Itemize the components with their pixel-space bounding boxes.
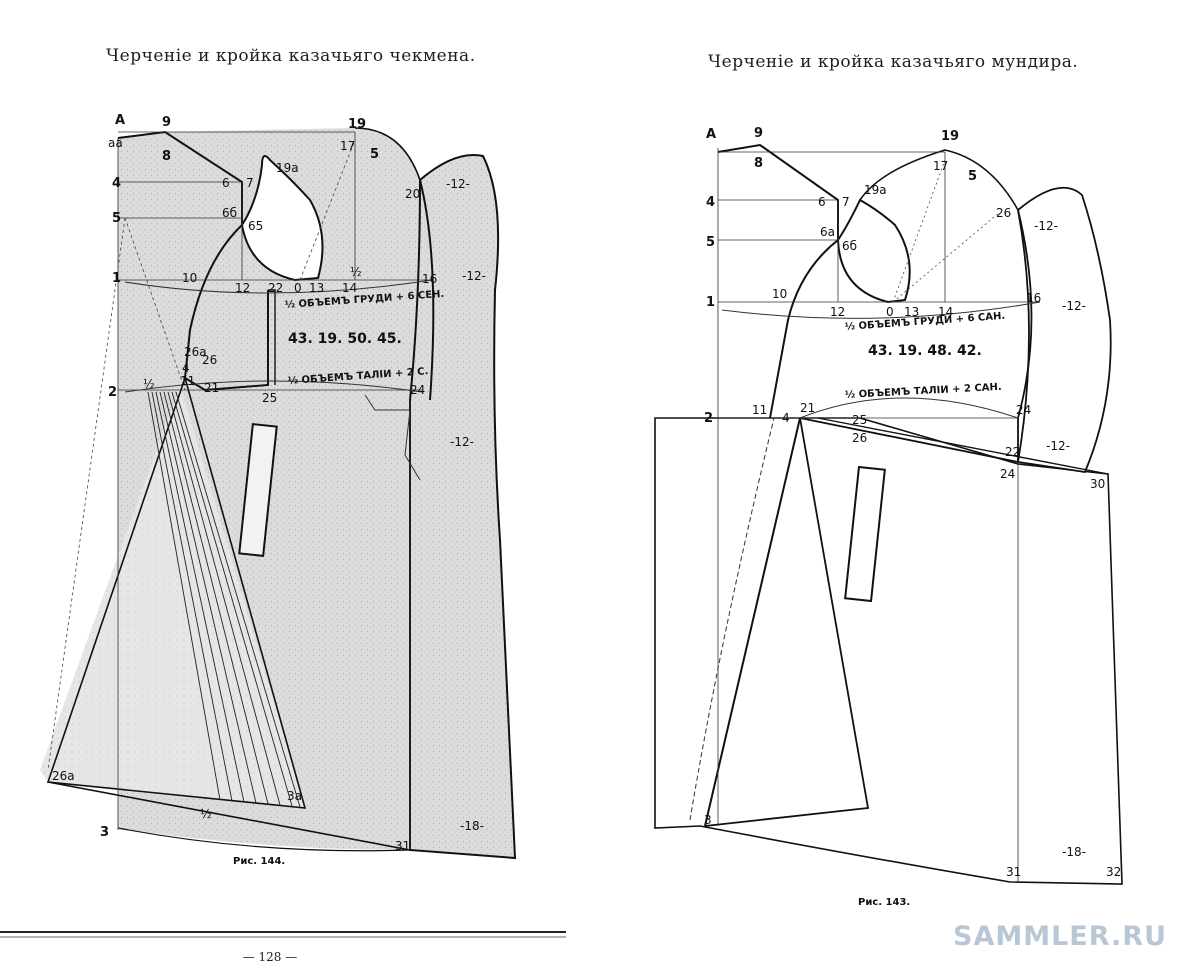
svg-text:22: 22 xyxy=(268,281,283,295)
svg-text:16: 16 xyxy=(1026,291,1041,305)
svg-text:3: 3 xyxy=(100,825,109,840)
svg-text:17: 17 xyxy=(933,159,948,173)
svg-text:22: 22 xyxy=(1005,445,1020,459)
watermark: SAMMLER.RU xyxy=(953,921,1167,952)
left-pattern xyxy=(40,127,517,860)
svg-text:6: 6 xyxy=(222,176,230,190)
svg-text:4: 4 xyxy=(182,361,190,375)
svg-text:0: 0 xyxy=(294,281,302,295)
right-back-panel xyxy=(1016,186,1112,473)
svg-text:65: 65 xyxy=(248,219,263,233)
svg-text:1: 1 xyxy=(112,271,121,286)
svg-text:5: 5 xyxy=(112,211,121,226)
svg-text:14: 14 xyxy=(938,305,953,319)
svg-text:2: 2 xyxy=(108,385,117,400)
svg-text:9: 9 xyxy=(754,126,763,141)
svg-text:24: 24 xyxy=(410,383,425,397)
svg-text:8: 8 xyxy=(754,156,763,171)
svg-text:7: 7 xyxy=(246,176,254,190)
left-armhole xyxy=(240,155,324,282)
svg-text:0: 0 xyxy=(886,305,894,319)
right-armhole xyxy=(836,198,911,304)
svg-text:10: 10 xyxy=(182,271,197,285)
svg-text:-12-: -12- xyxy=(446,177,470,191)
svg-text:A: A xyxy=(706,127,716,142)
svg-text:-18-: -18- xyxy=(460,819,484,833)
svg-text:-12-: -12- xyxy=(1034,219,1058,233)
svg-text:-18-: -18- xyxy=(1062,845,1086,859)
svg-text:11: 11 xyxy=(752,403,767,417)
svg-text:8: 8 xyxy=(162,149,171,164)
svg-text:A: A xyxy=(115,113,125,128)
svg-text:12: 12 xyxy=(235,281,250,295)
svg-text:11: 11 xyxy=(180,374,195,388)
svg-text:24: 24 xyxy=(1000,467,1015,481)
svg-text:7: 7 xyxy=(842,195,850,209)
left-flare-fill xyxy=(40,385,305,808)
left-back-panel xyxy=(409,154,517,860)
svg-text:3a: 3a xyxy=(287,789,302,803)
svg-text:1: 1 xyxy=(706,295,715,310)
svg-text:10: 10 xyxy=(772,287,787,301)
svg-text:21: 21 xyxy=(800,401,815,415)
svg-text:43. 19. 50. 45.: 43. 19. 50. 45. xyxy=(288,331,402,347)
svg-text:19a: 19a xyxy=(276,161,299,175)
svg-text:½: ½ xyxy=(350,265,362,279)
svg-text:21: 21 xyxy=(204,381,219,395)
svg-text:19: 19 xyxy=(348,117,366,132)
svg-text:½ ОБЪЕМЪ ГРУДИ + 6 САН.: ½ ОБЪЕМЪ ГРУДИ + 6 САН. xyxy=(844,311,1005,333)
svg-text:26: 26 xyxy=(996,206,1011,220)
svg-text:aa: aa xyxy=(108,136,123,150)
svg-text:5: 5 xyxy=(968,169,977,184)
svg-text:5: 5 xyxy=(706,235,715,250)
svg-text:Рис. 143.: Рис. 143. xyxy=(858,897,910,908)
svg-text:-12-: -12- xyxy=(1062,299,1086,313)
svg-text:5: 5 xyxy=(370,147,379,162)
svg-text:26: 26 xyxy=(852,431,867,445)
svg-text:25: 25 xyxy=(852,413,867,427)
svg-text:6б: 6б xyxy=(222,206,237,220)
svg-text:20: 20 xyxy=(405,187,420,201)
svg-text:2: 2 xyxy=(704,411,713,426)
svg-text:13: 13 xyxy=(309,281,324,295)
svg-text:16: 16 xyxy=(422,272,437,286)
svg-text:4: 4 xyxy=(706,195,715,210)
svg-text:13: 13 xyxy=(904,305,919,319)
svg-text:12: 12 xyxy=(830,305,845,319)
svg-text:-12-: -12- xyxy=(450,435,474,449)
svg-text:26a: 26a xyxy=(184,345,207,359)
svg-text:19a: 19a xyxy=(864,183,887,197)
svg-text:3: 3 xyxy=(704,813,712,827)
svg-text:4: 4 xyxy=(782,411,790,425)
svg-text:-12-: -12- xyxy=(1046,439,1070,453)
svg-text:-12-: -12- xyxy=(462,269,486,283)
svg-text:9: 9 xyxy=(162,115,171,130)
svg-text:6a: 6a xyxy=(820,225,835,239)
svg-text:6б: 6б xyxy=(842,239,857,253)
svg-text:25: 25 xyxy=(262,391,277,405)
svg-text:14: 14 xyxy=(342,281,357,295)
svg-text:26: 26 xyxy=(202,353,217,367)
svg-text:32: 32 xyxy=(1106,865,1121,879)
svg-text:24: 24 xyxy=(1016,403,1031,417)
svg-text:43. 19. 48. 42.: 43. 19. 48. 42. xyxy=(868,343,982,359)
right-skirt xyxy=(654,417,1123,885)
svg-text:19: 19 xyxy=(941,129,959,144)
right-pattern xyxy=(654,143,1123,885)
page-number: — 128 — xyxy=(242,950,298,964)
svg-text:½: ½ xyxy=(143,377,155,391)
svg-text:31: 31 xyxy=(1006,865,1021,879)
right-figure-title: Черченіе и кройка казачьяго мундира. xyxy=(708,52,1079,72)
svg-text:17: 17 xyxy=(340,139,355,153)
svg-text:Рис. 144.: Рис. 144. xyxy=(233,856,285,867)
svg-text:4: 4 xyxy=(112,176,121,191)
svg-text:6: 6 xyxy=(818,195,826,209)
svg-text:26a: 26a xyxy=(52,769,75,783)
svg-text:½: ½ xyxy=(200,807,212,821)
svg-text:30: 30 xyxy=(1090,477,1105,491)
svg-text:31: 31 xyxy=(395,839,410,853)
left-figure-title: Черченіе и кройка казачьяго чекмена. xyxy=(106,46,476,66)
